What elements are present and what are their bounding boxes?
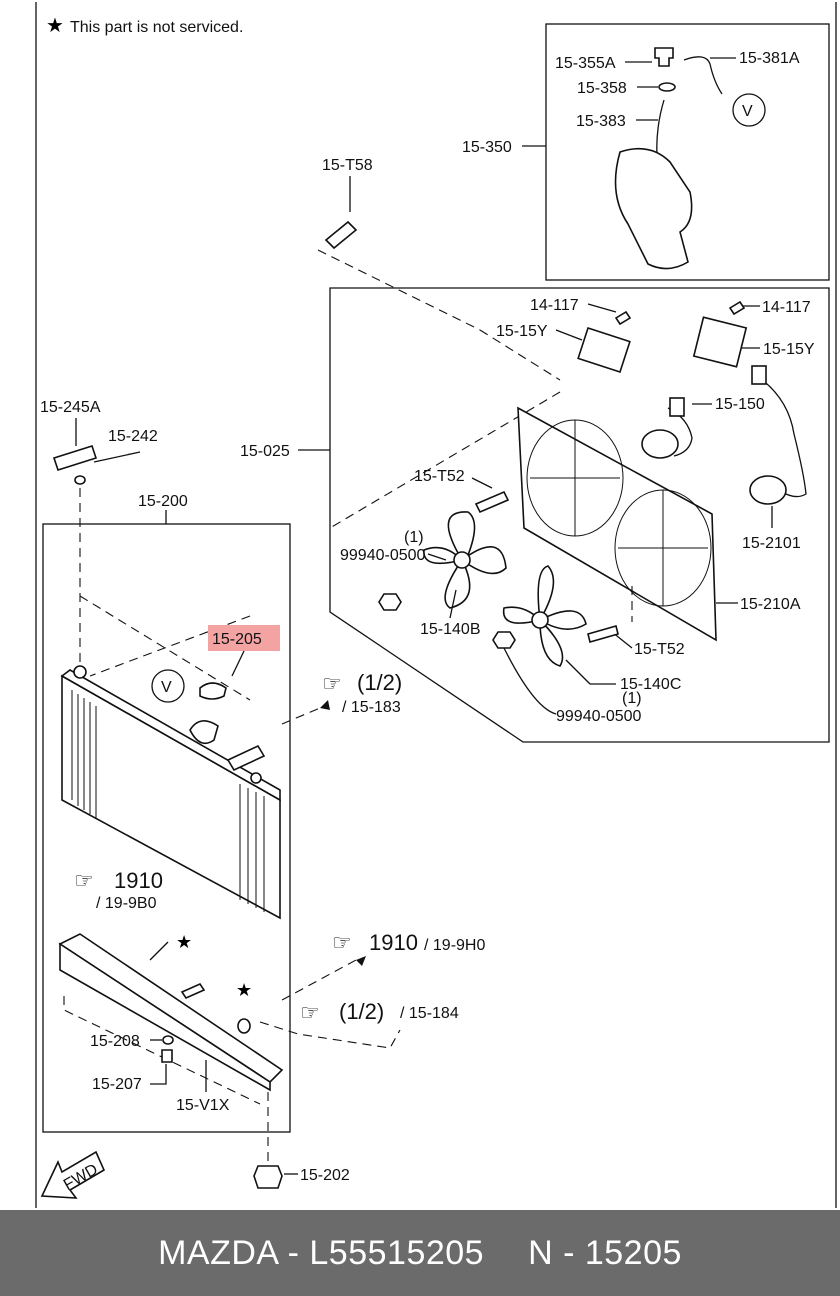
part-number-footer: MAZDA - L55515205 N - 15205 xyxy=(0,1210,840,1296)
label-15-207: 15-207 xyxy=(92,1076,142,1093)
star-icon-seal: ★ xyxy=(236,980,252,1000)
drain-plug-15-207 xyxy=(161,1049,173,1063)
nut-top xyxy=(378,593,402,611)
fan-resistor-right xyxy=(692,316,748,368)
v-mark-reservoir: V xyxy=(742,103,753,120)
footer-catalog-code: N - 15205 xyxy=(528,1233,682,1272)
ref-1-sub: / 15-183 xyxy=(342,699,401,716)
star-icon-tank: ★ xyxy=(176,932,192,952)
radiator-cap-15-205 xyxy=(199,682,227,700)
v-mark-radiator: V xyxy=(161,679,172,696)
label-15-381A: 15-381A xyxy=(739,50,800,67)
label-15-T58: 15-T58 xyxy=(322,157,373,174)
parts-diagram: ★ This part is not serviced. 15-355A 15-… xyxy=(35,2,837,1208)
reservoir-cap xyxy=(654,47,674,67)
footer-brand-part: MAZDA - L55515205 xyxy=(158,1233,485,1272)
bolt-15-T58 xyxy=(324,220,358,250)
label-99940-0500-bottom: 99940-0500 xyxy=(556,708,642,725)
label-15-200: 15-200 xyxy=(138,493,188,510)
label-15-T52-bottom: 15-T52 xyxy=(634,641,685,658)
label-15-150: 15-150 xyxy=(715,396,765,413)
label-15-210A: 15-210A xyxy=(740,596,801,613)
ref-3-sub: / 19-9H0 xyxy=(424,937,485,954)
star-icon: ★ xyxy=(46,15,64,37)
mount-15-202 xyxy=(253,1165,283,1189)
fwd-arrow-icon: FWD xyxy=(40,1150,106,1199)
label-15-383: 15-383 xyxy=(576,113,626,130)
hand-icon-1: ☞ xyxy=(322,671,342,696)
ref-1-main: (1/2) xyxy=(357,670,402,695)
radiator-core xyxy=(61,674,281,920)
nut-qty-top: (1) xyxy=(404,529,424,546)
label-15-202: 15-202 xyxy=(300,1167,350,1184)
label-15-245A: 15-245A xyxy=(40,399,101,416)
fan-assembly-box xyxy=(329,287,830,743)
ref-2-main: 1910 xyxy=(114,868,163,893)
not-serviced-note: This part is not serviced. xyxy=(70,19,243,36)
fan-shroud xyxy=(517,406,717,642)
ref-4-sub: / 15-184 xyxy=(400,1005,459,1022)
label-99940-0500-top: 99940-0500 xyxy=(340,547,426,564)
label-15-15Y-left: 15-15Y xyxy=(496,323,548,340)
ref-3-main: 1910 xyxy=(369,930,418,955)
label-15-140C: 15-140C xyxy=(620,676,681,693)
label-15-242: 15-242 xyxy=(108,428,158,445)
fan-blade-15-140C xyxy=(502,565,587,667)
hand-icon-4: ☞ xyxy=(300,1000,320,1025)
fan-resistor-left xyxy=(577,326,631,374)
label-15-T52-top: 15-T52 xyxy=(414,468,465,485)
label-15-358: 15-358 xyxy=(577,80,627,97)
label-15-V1X: 15-V1X xyxy=(176,1097,230,1114)
ref-2-sub: / 19-9B0 xyxy=(96,895,157,912)
label-14-117-right: 14-117 xyxy=(762,299,811,316)
label-15-350: 15-350 xyxy=(462,139,512,156)
nut-qty-bottom: (1) xyxy=(622,690,642,707)
label-15-025: 15-025 xyxy=(240,443,290,460)
bolt-15-T52-top xyxy=(474,490,510,514)
reservoir-tank xyxy=(614,147,693,270)
label-14-117-left: 14-117 xyxy=(530,297,579,314)
hand-icon-3: ☞ xyxy=(332,930,352,955)
reservoir-box xyxy=(545,23,830,281)
label-15-140B: 15-140B xyxy=(420,621,481,638)
label-15-15Y-right: 15-15Y xyxy=(763,341,815,358)
nut-bottom xyxy=(492,631,516,649)
label-15-355A: 15-355A xyxy=(555,55,616,72)
ref-4-main: (1/2) xyxy=(339,999,384,1024)
fan-motor-right xyxy=(749,475,787,505)
fan-motor-left xyxy=(641,429,679,459)
hand-icon-2: ☞ xyxy=(74,868,94,893)
radiator-box xyxy=(42,523,291,1133)
label-15-2101: 15-2101 xyxy=(742,535,801,552)
bracket-15-245A xyxy=(52,445,98,471)
label-15-208: 15-208 xyxy=(90,1033,140,1050)
fan-blade-15-140B xyxy=(423,511,507,609)
bolt-15-T52-bottom xyxy=(587,625,619,643)
highlight-15-205 xyxy=(208,625,280,651)
label-15-205: 15-205 xyxy=(212,631,262,648)
